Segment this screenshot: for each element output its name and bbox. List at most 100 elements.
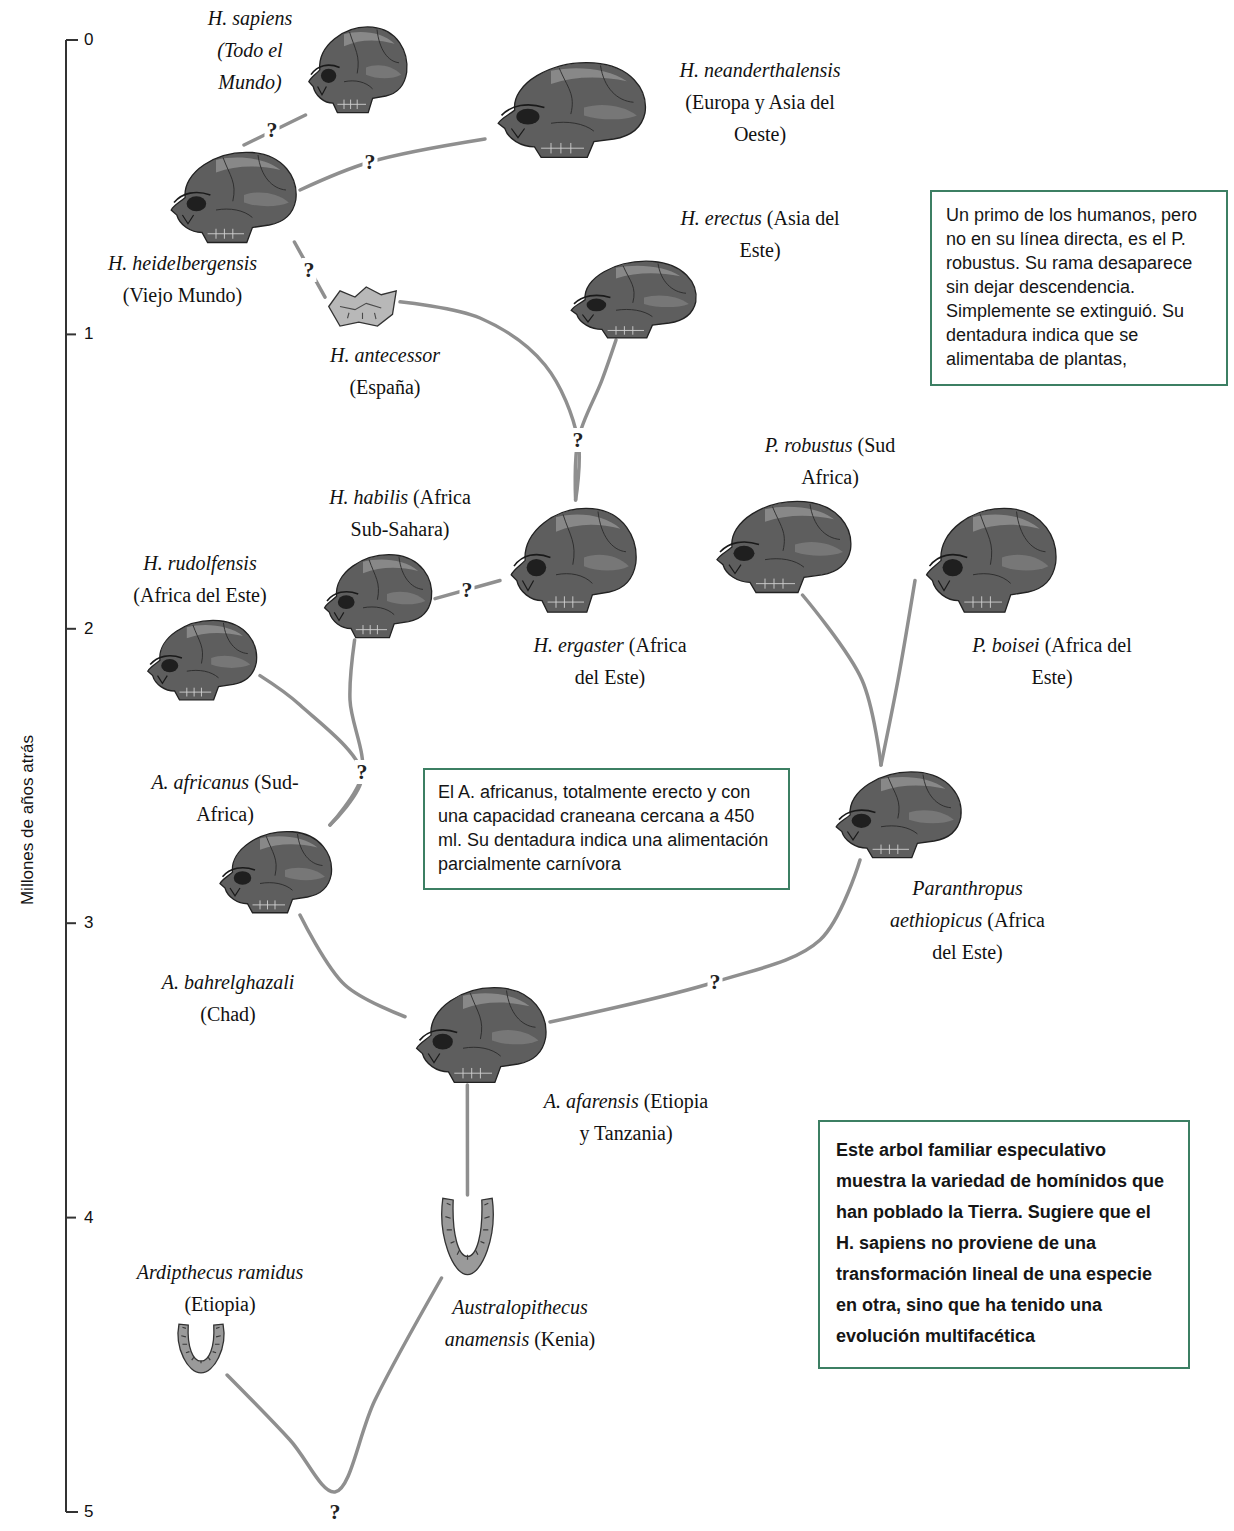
note-text: El A. africanus, totalmente erecto y con… — [438, 780, 775, 876]
uncertainty-mark: ? — [708, 970, 723, 994]
hominid-figure: H. antecessor(España) — [325, 283, 400, 330]
skull-part — [428, 1054, 440, 1063]
skull-part — [498, 63, 645, 158]
species-name: P. robustus — [765, 434, 853, 456]
species-name: H. heidelbergensis — [75, 247, 290, 279]
species-location: (Africa del Este) — [1031, 634, 1131, 688]
species-name: H. habilis — [329, 486, 408, 508]
skull-part — [260, 834, 323, 890]
axis-line — [65, 40, 67, 1512]
skull-part — [337, 100, 366, 110]
skull-illustration — [315, 548, 435, 640]
time-axis — [66, 40, 78, 1512]
hominid-figure: H. sapiens(Todo el Mundo) — [300, 20, 410, 115]
hominid-figure: Ardipthecus ramidus(Etiopia) — [172, 1322, 230, 1375]
skull-part — [582, 315, 593, 322]
skull-part — [187, 196, 207, 211]
uncertainty-mark: ? — [460, 578, 475, 602]
skull-part — [943, 559, 963, 576]
skull-part — [1002, 555, 1048, 571]
skull-part — [171, 152, 296, 242]
skull-part — [327, 592, 358, 601]
skull-illustration — [500, 500, 640, 615]
skull-part — [216, 155, 286, 218]
species-caption: Ardipthecus ramidus(Etiopia) — [115, 1256, 325, 1320]
skull-part — [511, 129, 524, 138]
species-caption: Australopithecus anamensis(Kenia) — [430, 1291, 610, 1355]
uncertainty-mark: ? — [265, 118, 280, 142]
uncertainty-mark: ? — [302, 258, 317, 282]
uncertainty-mark: ? — [328, 1500, 343, 1524]
skull-part — [329, 287, 397, 326]
species-name: A. africanus — [151, 771, 249, 793]
species-caption: A. africanus(Sud-Africa) — [145, 766, 305, 830]
skull-part — [927, 508, 1056, 612]
skull-part — [253, 900, 286, 909]
skull-part — [847, 832, 858, 840]
skull-part — [551, 66, 634, 132]
skull-part — [973, 512, 1046, 584]
skull-part — [208, 229, 244, 239]
hominid-figure: H. neanderthalensis(Europa y Asia del Oe… — [485, 55, 650, 160]
hominid-figure: H. ergaster(Africa del Este) — [500, 500, 640, 615]
skull-part — [587, 299, 607, 312]
skull-part — [717, 501, 851, 592]
skull-part — [161, 659, 178, 672]
skull-illustration — [160, 145, 300, 245]
hominid-figure: A. afarensis(Etiopia y Tanzania) — [405, 980, 550, 1085]
species-name: A. afarensis — [544, 1090, 639, 1112]
skull-part — [836, 772, 961, 858]
uncertainty-mark: ? — [363, 150, 378, 174]
skull-part — [445, 1203, 489, 1259]
skull-part — [318, 87, 327, 95]
skull-illustration — [405, 980, 550, 1085]
skull-part — [616, 264, 686, 317]
skull-part — [608, 326, 644, 335]
note-box: Un primo de los humanos, pero no en su l… — [930, 190, 1228, 386]
species-location: (Africa del Este) — [100, 579, 300, 611]
skull-illustration — [325, 283, 400, 330]
skull-part — [463, 991, 536, 1057]
skull-part — [338, 595, 355, 609]
species-caption: A. afarensis(Etiopia y Tanzania) — [540, 1085, 712, 1149]
species-caption: P. boisei(Africa del Este) — [962, 629, 1142, 693]
skull-part — [720, 542, 759, 552]
skull-part — [584, 105, 637, 119]
species-name: H. ergaster — [533, 634, 623, 656]
skull-part — [734, 546, 755, 561]
species-caption: H. erectus(Asia del Este) — [670, 202, 850, 266]
skull-part — [234, 871, 252, 885]
skull-part — [340, 303, 381, 319]
species-label: A. bahrelghazali — [128, 966, 328, 998]
species-name: P. boisei — [972, 634, 1039, 656]
skull-illustration — [300, 20, 410, 115]
species-caption: H. ergaster(Africa del Este) — [525, 629, 695, 693]
skull-part — [174, 193, 210, 203]
skull-part — [492, 1030, 538, 1044]
skull-part — [325, 555, 432, 638]
skull-part — [420, 1030, 458, 1041]
skull-part — [187, 623, 248, 678]
hominid-figure: H. rudolfensis(Africa del Este) — [138, 614, 260, 702]
skull-part — [541, 143, 584, 154]
skull-part — [442, 1198, 493, 1274]
skull-part — [756, 579, 795, 589]
axis-tick — [66, 628, 76, 630]
skull-illustration — [705, 494, 855, 595]
species-name: H. sapiens — [200, 2, 300, 34]
skull-part — [795, 542, 843, 556]
uncertainty-mark: ? — [571, 428, 586, 452]
skull-part — [502, 105, 545, 116]
lineage-line — [881, 581, 915, 766]
lineage-line — [244, 115, 306, 145]
hominid-figure: H. habilis(Africa Sub-Sahara) — [315, 548, 435, 640]
hominid-figure: P. boisei(Africa del Este) — [915, 500, 1060, 615]
species-name: H. neanderthalensis — [660, 54, 860, 86]
skull-illustration — [560, 255, 700, 340]
species-location: (Etiopia) — [115, 1288, 325, 1320]
species-caption: H. neanderthalensis(Europa y Asia del Oe… — [660, 54, 860, 150]
axis-tick — [66, 333, 76, 335]
lineage-line — [300, 139, 485, 190]
species-location: (Europa y Asia del Oeste) — [660, 86, 860, 150]
